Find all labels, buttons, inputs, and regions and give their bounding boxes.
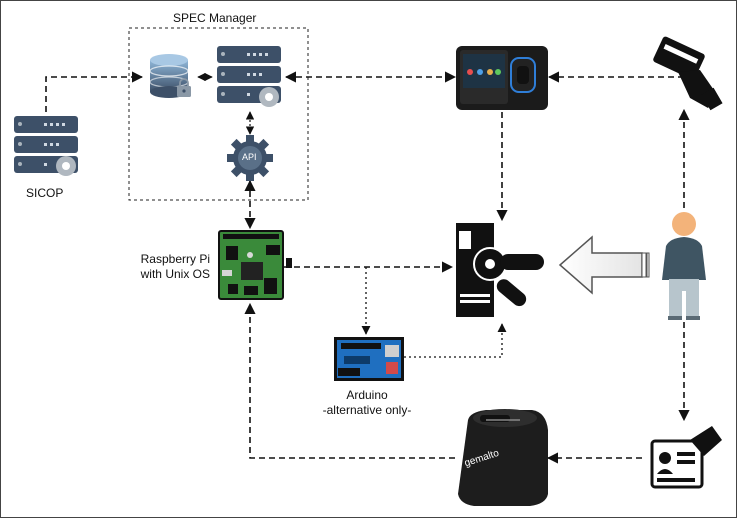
connectors xyxy=(45,71,690,464)
person-icon xyxy=(662,212,706,320)
card-swipe-hand-icon xyxy=(653,36,723,111)
edge-arduino-turnstile xyxy=(404,323,507,358)
raspberry-pi-board-icon xyxy=(218,230,292,300)
raspberry-label-line2: with Unix OS xyxy=(140,267,210,281)
edge-sicop-database xyxy=(45,71,144,112)
entry-direction-arrow-icon xyxy=(558,235,650,295)
spec-manager-title: SPEC Manager xyxy=(173,11,257,25)
arduino-label-line1: Arduino xyxy=(346,388,388,402)
api-label: API xyxy=(242,152,257,162)
arduino-label-line2: -alternative only- xyxy=(322,403,412,417)
document-scanner-icon xyxy=(458,409,548,506)
turnstile-icon xyxy=(456,223,544,317)
edge-reader-raspberry xyxy=(244,302,455,459)
arduino-label: Arduino -alternative only- xyxy=(302,388,432,418)
spec-manager-group xyxy=(128,27,309,201)
sicop-server-icon xyxy=(14,116,78,176)
raspberry-label: Raspberry Pi with Unix OS xyxy=(128,252,210,282)
api-gear-icon xyxy=(227,135,273,181)
arduino-board-icon xyxy=(334,337,404,381)
sicop-label: SICOP xyxy=(26,186,64,200)
access-control-terminal-icon xyxy=(456,46,548,110)
id-card-hand-icon xyxy=(650,426,722,489)
database-lock-icon xyxy=(149,54,191,98)
spec-server-icon xyxy=(217,46,281,107)
raspberry-label-line1: Raspberry Pi xyxy=(140,252,210,266)
